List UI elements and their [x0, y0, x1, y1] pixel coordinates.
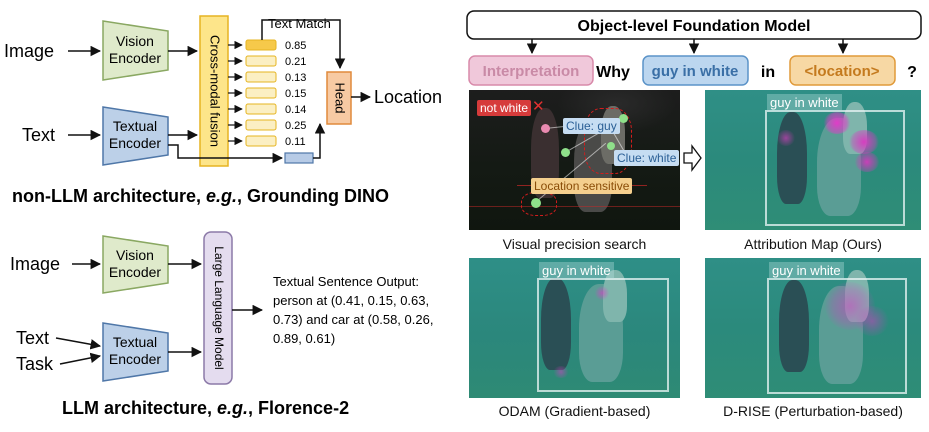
- svg-text:Textual Sentence Output:: Textual Sentence Output:: [273, 274, 419, 289]
- in-word: in: [761, 64, 775, 81]
- attribution-box-label: guy in white: [767, 94, 842, 111]
- vision-encoder-block-2: [102, 235, 169, 294]
- vision-encoder-block: [102, 20, 169, 81]
- drise-image: guy in white: [705, 258, 921, 398]
- query-token-bar: [245, 103, 277, 115]
- textual-encoder-2-line2: Encoder: [109, 351, 161, 367]
- odam-image: guy in white: [469, 258, 680, 398]
- text-input-label-2: Text: [16, 328, 49, 348]
- caption-visual-precision: Visual precision search: [502, 236, 647, 252]
- match-score: 0.85: [285, 40, 306, 52]
- foundation-model-label: Object-level Foundation Model: [578, 18, 811, 35]
- match-score: 0.11: [285, 136, 306, 148]
- head-label: Head: [333, 82, 348, 113]
- transform-arrow-icon: [683, 144, 702, 172]
- visual-precision-search-image: not white ✕ Clue: guy Clue: white Locati…: [469, 90, 680, 230]
- head-block: [326, 71, 352, 125]
- query-token-bar: [245, 71, 277, 83]
- query-token-bar: [245, 119, 277, 131]
- textual-encoder-line2: Encoder: [109, 135, 161, 151]
- textual-encoder-block: [102, 106, 169, 166]
- llm-caption: LLM architecture, e.g., Florence-2: [62, 398, 349, 418]
- svg-text:0.73) and car at (0.58, 0.26,: 0.73) and car at (0.58, 0.26,: [273, 312, 433, 327]
- location-token-label: <location>: [804, 63, 879, 80]
- vision-encoder-2-line2: Encoder: [109, 264, 161, 280]
- match-score: 0.15: [285, 88, 306, 100]
- attribution-map-image: guy in white: [705, 90, 921, 230]
- caption-odam: ODAM (Gradient-based): [498, 403, 651, 419]
- text-match-label: Text Match: [268, 16, 331, 31]
- query-token-bar: [245, 39, 277, 51]
- image-input-label-2: Image: [10, 254, 60, 274]
- match-score: 0.25: [285, 120, 306, 132]
- cross-modal-fusion-label: Cross-modal fusion: [208, 35, 223, 147]
- match-score: 0.21: [285, 56, 306, 68]
- match-score: 0.14: [285, 104, 306, 116]
- textual-encoder-line1: Textual: [113, 118, 157, 134]
- why-word: Why: [596, 64, 630, 81]
- query-token-bar: [245, 87, 277, 99]
- textual-encoder-2-line1: Textual: [113, 334, 157, 350]
- svg-text:person at (0.41, 0.15, 0.63,: person at (0.41, 0.15, 0.63,: [273, 293, 429, 308]
- location-sensitive-tag: Location sensitive: [531, 178, 633, 194]
- clue-guy-tag: Clue: guy: [563, 118, 620, 134]
- task-input-label: Task: [16, 354, 54, 374]
- query-label: guy in white: [652, 63, 739, 80]
- query-token-bar: [245, 55, 277, 67]
- clue-white-tag: Clue: white: [614, 150, 680, 166]
- query-token-bars: 0.85 0.21 0.13 0.15 0.14 0.25 0.11: [228, 39, 306, 148]
- image-input-label: Image: [4, 41, 54, 61]
- location-output-label: Location: [374, 87, 442, 107]
- query-token: [642, 55, 749, 86]
- textual-encoder-block-2: [102, 322, 169, 382]
- location-token: [789, 55, 896, 86]
- interpretation-token: [468, 55, 594, 86]
- question-mark: ?: [907, 64, 917, 81]
- caption-drise: D-RISE (Perturbation-based): [723, 403, 903, 419]
- llm-block: [203, 231, 233, 385]
- drise-box-label: guy in white: [769, 262, 844, 279]
- cross-modal-fusion-block: [199, 15, 229, 167]
- vision-encoder-line2: Encoder: [109, 50, 161, 66]
- non-llm-caption: non-LLM architecture, e.g., Grounding DI…: [12, 186, 389, 206]
- interpretation-label: Interpretation: [483, 63, 580, 80]
- svg-text:0.89, 0.61): 0.89, 0.61): [273, 331, 335, 346]
- caption-attribution: Attribution Map (Ours): [744, 236, 882, 252]
- odam-box-label: guy in white: [539, 262, 614, 279]
- query-token-bar: [245, 135, 277, 147]
- vision-encoder-line1: Vision: [116, 33, 154, 49]
- llm-label: Large Language Model: [212, 246, 226, 369]
- match-score: 0.13: [285, 72, 306, 84]
- reject-x-icon: ✕: [532, 98, 545, 115]
- vision-encoder-2-line1: Vision: [116, 247, 154, 263]
- llm-output-text: Textual Sentence Output: person at (0.41…: [273, 274, 433, 346]
- text-input-label: Text: [22, 125, 55, 145]
- not-white-tag: not white: [477, 100, 532, 116]
- text-feature-token: [284, 152, 314, 164]
